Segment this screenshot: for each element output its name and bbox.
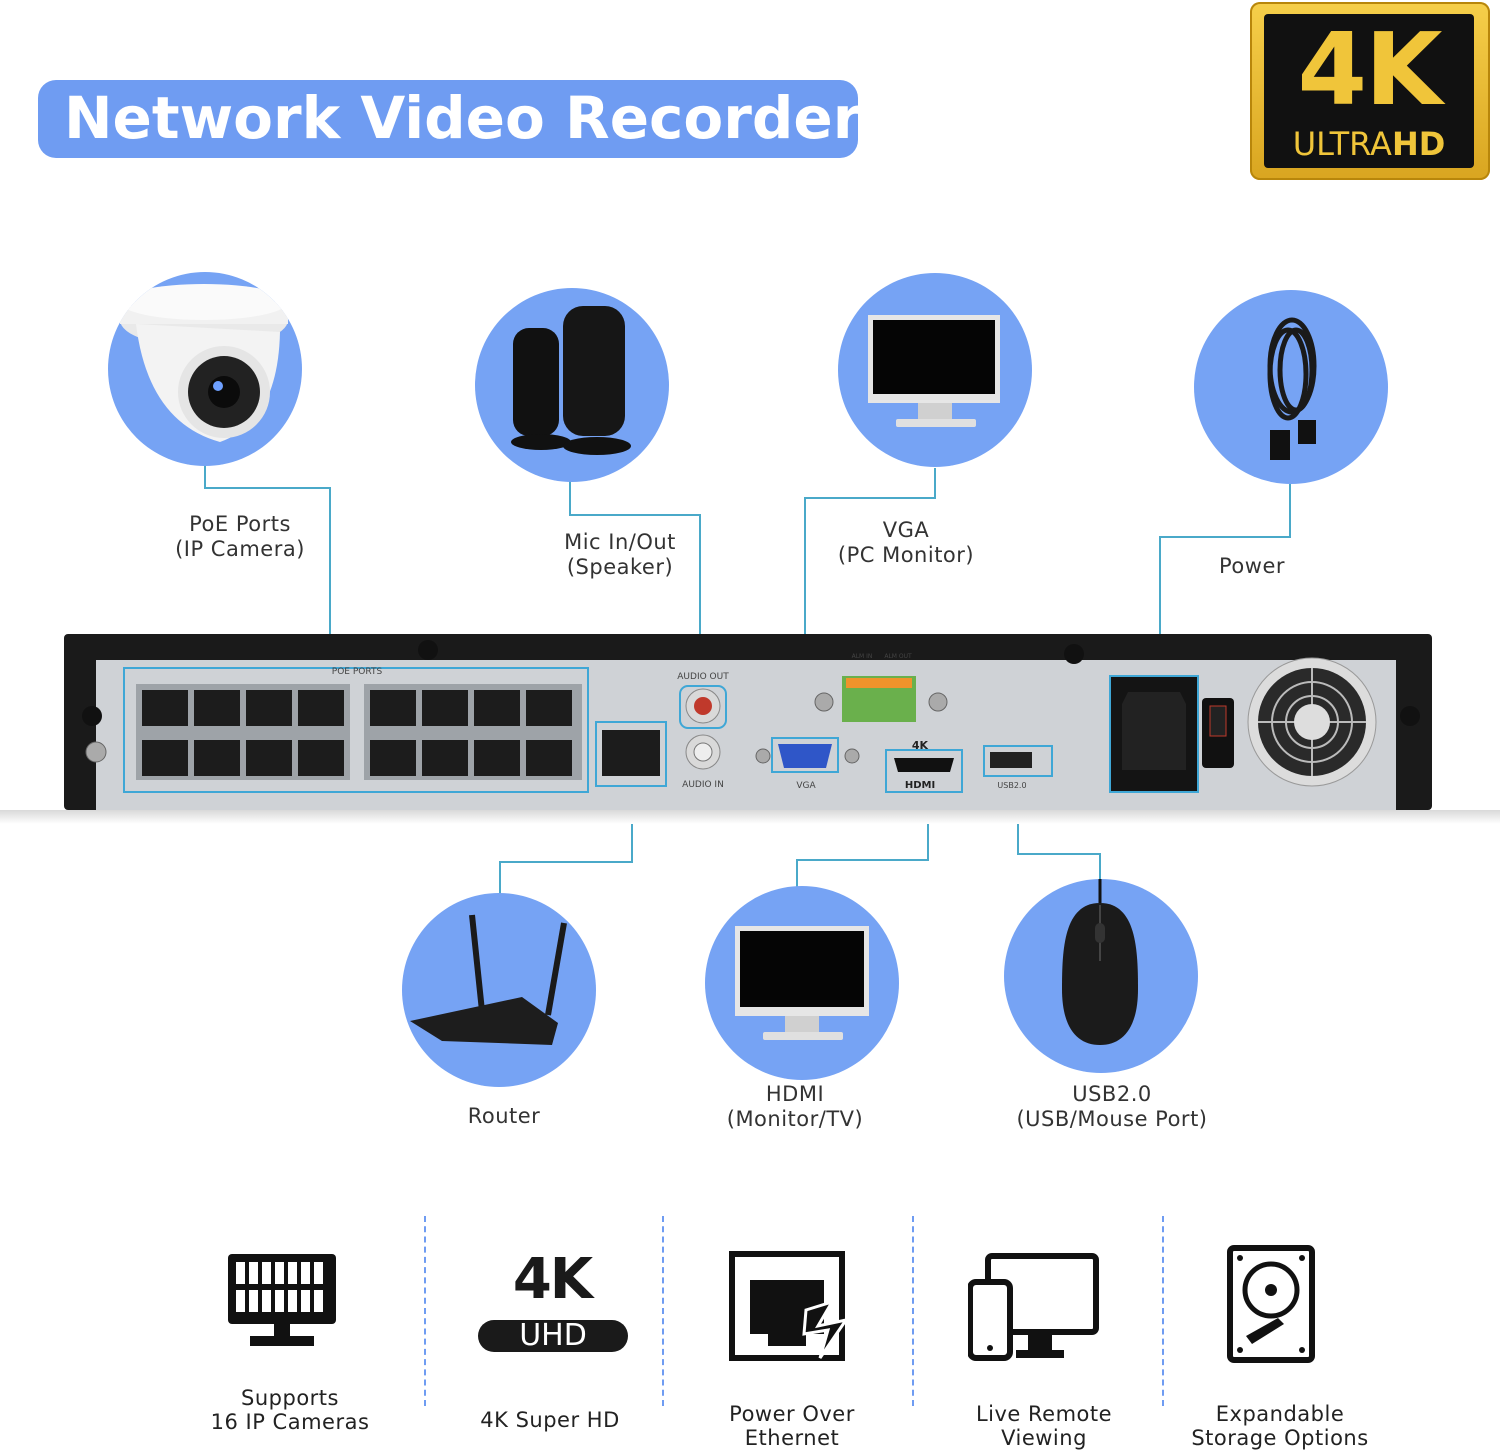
feature-remote-label: Live Remote Viewing [975, 1402, 1113, 1450]
feature-storage-label: Expandable Storage Options [1191, 1402, 1369, 1450]
camera-grid-monitor-icon [228, 1254, 336, 1346]
badge-ultrahd-text: ULTRAHD [1266, 124, 1472, 164]
connector-hdmi [796, 790, 929, 888]
feature-uhd-pill: UHD [478, 1320, 628, 1352]
hdmi-4k-caption: 4K [912, 739, 929, 752]
feature-16-cameras-label: Supports 16 IP Cameras [210, 1386, 370, 1434]
feature-divider [1162, 1216, 1164, 1406]
feature-divider [912, 1216, 914, 1406]
feature-divider [424, 1216, 426, 1406]
alarm-out-caption: ALM OUT [884, 653, 912, 660]
hdmi-monitor-circle [705, 886, 899, 1080]
audio-out-caption: AUDIO OUT [677, 672, 729, 682]
monitor-icon [868, 315, 1000, 427]
speaker-icon [511, 306, 631, 455]
badge-hd: HD [1391, 125, 1446, 163]
feature-poe-label: Power Over Ethernet [729, 1402, 855, 1450]
vga-caption: VGA [796, 781, 816, 791]
pc-monitor-circle [838, 273, 1032, 467]
page-title: Network Video Recorder [64, 84, 862, 152]
power-cable-circle [1194, 290, 1388, 484]
audio-in-caption: AUDIO IN [682, 780, 724, 790]
router-icon [410, 914, 567, 1045]
label-usb: USB2.0 (USB/Mouse Port) [1016, 1082, 1208, 1131]
speaker-circle [475, 288, 669, 482]
feature-divider [662, 1216, 664, 1406]
badge-ultra: ULTRA [1292, 125, 1392, 163]
mouse-icon [1062, 879, 1138, 1045]
connector-vga [804, 468, 936, 740]
hdmi-caption: HDMI [905, 780, 935, 791]
label-hdmi: HDMI (Monitor/TV) [726, 1082, 864, 1131]
feature-4k-label: 4K Super HD [480, 1408, 620, 1432]
feature-4k-icon-text: 4K [512, 1247, 593, 1312]
badge-background [1264, 14, 1474, 168]
poe-ethernet-icon [729, 1251, 850, 1361]
alarm-in-caption: ALM IN [852, 653, 873, 660]
label-mic-in-out: Mic In/Out (Speaker) [564, 530, 676, 579]
nvr-shadow [0, 810, 1500, 824]
router-circle [402, 893, 596, 1087]
title-banner [38, 80, 858, 158]
hard-drive-icon [1227, 1245, 1315, 1363]
ip-camera-circle [108, 272, 302, 466]
poe-ports-caption: POE PORTS [332, 667, 383, 677]
label-poe-ports: PoE Ports (IP Camera) [175, 512, 305, 561]
dome-camera-icon [120, 284, 288, 442]
connector-mic [569, 478, 701, 685]
label-router: Router [467, 1104, 541, 1128]
connector-poe [204, 462, 331, 668]
mouse-circle [1004, 879, 1198, 1073]
label-power: Power [1219, 554, 1285, 578]
power-cord-icon [1267, 317, 1317, 460]
usb-caption: USB2.0 [997, 781, 1026, 790]
tv-monitor-icon [735, 926, 869, 1040]
connector-power [1159, 484, 1291, 680]
badge-4k-text: 4K [1297, 11, 1442, 128]
label-vga: VGA (PC Monitor) [837, 518, 975, 567]
remote-viewing-icon [968, 1253, 1099, 1361]
poe-port-icons [142, 690, 572, 776]
